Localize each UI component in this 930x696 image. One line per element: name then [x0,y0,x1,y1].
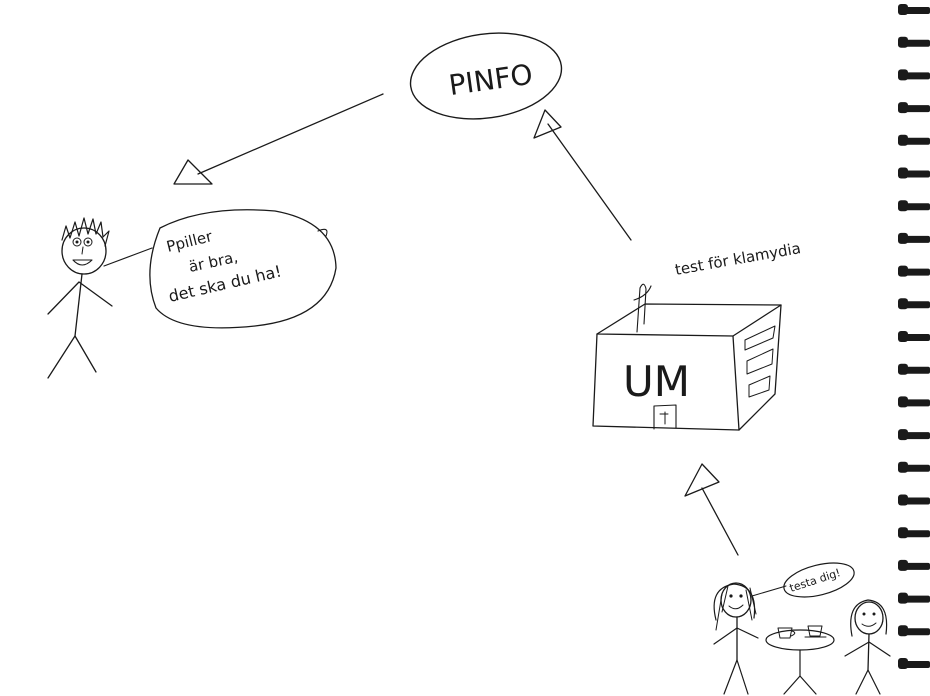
binding-ring [898,265,930,277]
binding-ring [898,200,930,212]
binding-ring [898,592,930,604]
arrow-um-to-pinfo [533,109,632,241]
binding-ring [898,363,930,375]
binding-ring [898,494,930,506]
binding-ring [898,298,930,310]
spiral-binding [898,4,930,669]
binding-ring [898,331,930,342]
test-label: test för klamydia [674,239,803,279]
pinfo-label: PINFO [447,58,535,102]
binding-ring [898,4,930,15]
binding-ring [898,559,930,571]
binding-ring [898,429,930,441]
binding-ring [898,232,930,244]
arrow-pinfo-to-person [173,93,384,185]
speech-bubble-test: testa dig! [783,562,855,598]
binding-ring [898,625,930,637]
binding-ring [898,461,930,473]
binding-ring [898,102,930,114]
binding-ring [898,658,930,669]
binding-ring [898,396,930,408]
arrow-girls-to-um [684,463,739,556]
um-building: UM [592,283,782,431]
stick-figure-girl-right [844,599,891,695]
cafe-table [765,625,835,695]
um-label: UM [623,357,690,406]
speech-pill-line-1: Ppiller [165,227,215,256]
binding-ring [898,527,930,539]
speech-bubble-pill: Ppiller är bra, det ska du ha! [149,209,337,329]
pinfo-node: PINFO [409,32,563,120]
binding-ring [898,36,930,48]
binding-ring [898,167,930,179]
stick-figure-man [47,217,153,379]
stick-figure-girl-left [713,582,787,695]
binding-ring [898,69,930,81]
binding-ring [898,134,930,146]
